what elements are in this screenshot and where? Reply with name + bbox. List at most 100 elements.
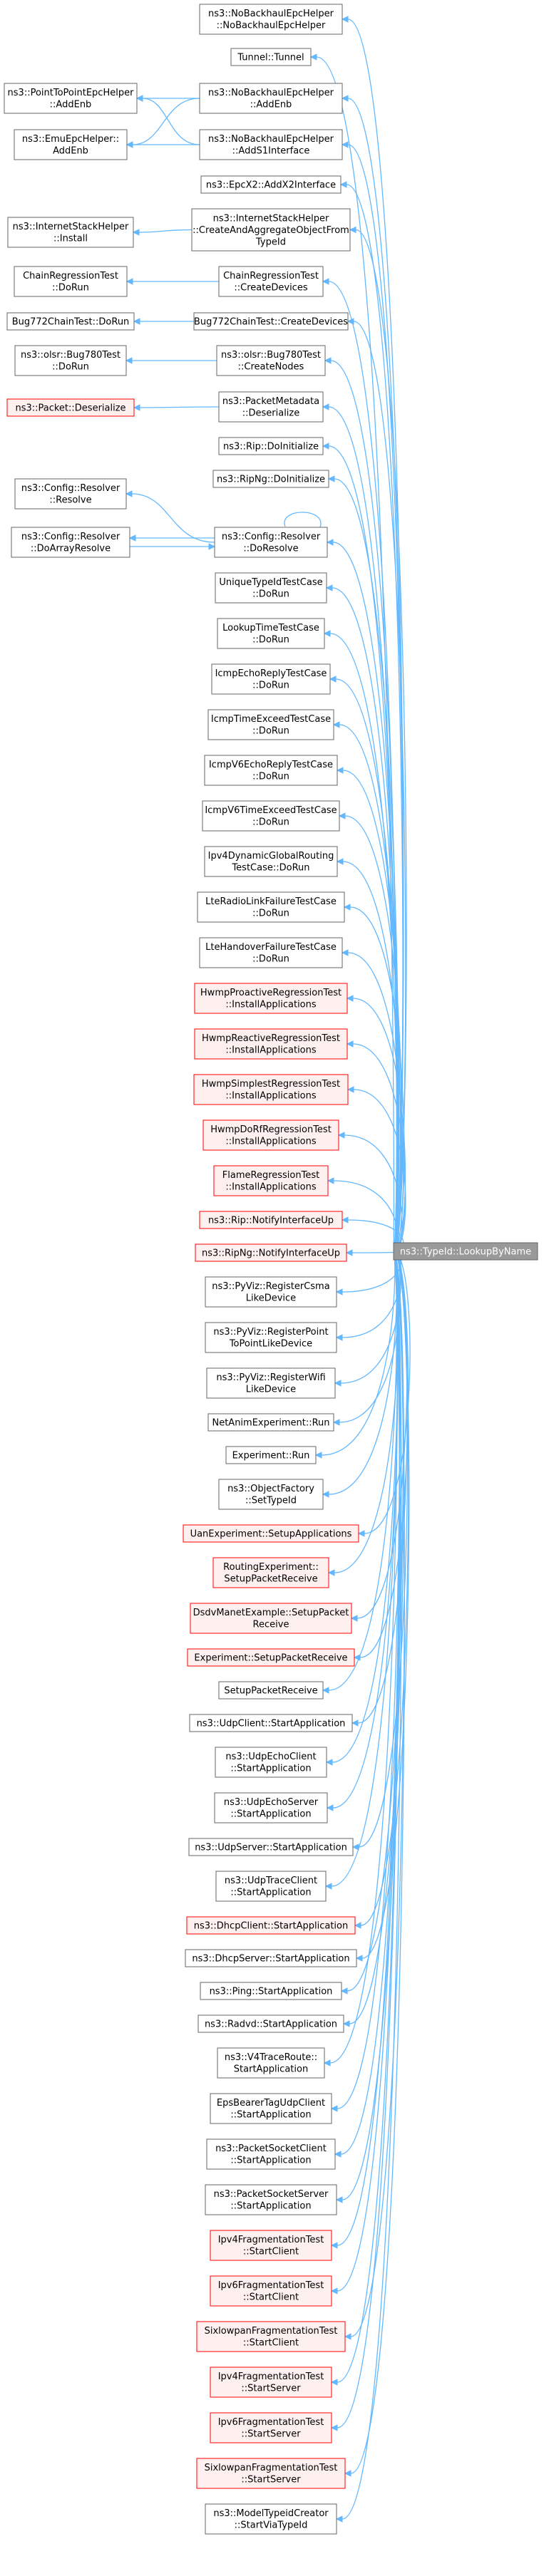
- function-node[interactable]: IcmpTimeExceedTestCase::DoRun: [207, 709, 334, 740]
- function-node[interactable]: ns3::UdpTraceClient::StartApplication: [215, 1871, 327, 1902]
- function-node[interactable]: ns3::PyViz::RegisterPointToPointLikeDevi…: [205, 1322, 337, 1353]
- function-node[interactable]: HwmpSimplestRegressionTest::InstallAppli…: [193, 1074, 349, 1105]
- caller-node[interactable]: ns3::Packet::Deserialize: [6, 398, 135, 417]
- function-node[interactable]: Experiment::SetupPacketReceive: [187, 1648, 355, 1667]
- node-label: ::AddEnb: [250, 100, 292, 110]
- node-box: [218, 1681, 324, 1700]
- function-node[interactable]: ns3::InternetStackHelper::CreateAndAggre…: [191, 208, 351, 252]
- target-node[interactable]: ns3::TypeId::LookupByName: [393, 1242, 538, 1261]
- node-label: ns3::DhcpServer::StartApplication: [192, 1953, 349, 1964]
- function-node[interactable]: SixlowpanFragmentationTest::StartClient: [196, 2321, 346, 2352]
- caller-node[interactable]: ns3::olsr::Bug780Test::DoRun: [14, 345, 127, 376]
- node-box: [190, 1603, 352, 1634]
- function-node[interactable]: Ipv4FragmentationTest::StartClient: [210, 2230, 332, 2261]
- function-node[interactable]: ns3::Ping::StartApplication: [200, 1982, 342, 2000]
- function-node[interactable]: ns3::PacketSocketServer::StartApplicatio…: [205, 2184, 337, 2215]
- function-node[interactable]: ns3::DhcpServer::StartApplication: [185, 1949, 357, 1967]
- function-node[interactable]: ns3::Radvd::StartApplication: [197, 2014, 344, 2033]
- node-label: Ipv6FragmentationTest: [218, 2280, 324, 2291]
- function-node[interactable]: HwmpReactiveRegressionTest::InstallAppli…: [194, 1028, 348, 1060]
- node-label: ns3::PyViz::RegisterPoint: [213, 1327, 328, 1338]
- function-node[interactable]: Ipv6FragmentationTest::StartClient: [210, 2275, 332, 2307]
- function-node[interactable]: ns3::UdpClient::StartApplication: [189, 1714, 353, 1732]
- node-box: [200, 1982, 342, 2000]
- function-node[interactable]: LteHandoverFailureTestCase::DoRun: [199, 937, 343, 968]
- node-box: [14, 266, 128, 297]
- function-node[interactable]: SetupPacketReceive: [218, 1681, 324, 1700]
- node-label: ::CreateDevices: [234, 283, 307, 294]
- node-box: [205, 1276, 337, 1308]
- function-node[interactable]: ns3::UdpEchoClient::StartApplication: [215, 1747, 327, 1778]
- function-node[interactable]: IcmpEchoReplyTestCase::DoRun: [211, 663, 331, 695]
- function-node[interactable]: SixlowpanFragmentationTest::StartServer: [196, 2458, 346, 2489]
- function-node[interactable]: IcmpV6EchoReplyTestCase::DoRun: [204, 755, 338, 786]
- function-node[interactable]: ns3::PacketMetadata::Deserialize: [218, 391, 324, 423]
- function-node[interactable]: ns3::EpcX2::AddX2Interface: [200, 175, 342, 194]
- function-node[interactable]: ns3::NoBackhaulEpcHelper::AddS1Interface: [199, 129, 343, 160]
- edge-n6-l3: [138, 229, 193, 233]
- function-node[interactable]: LookupTimeTestCase::DoRun: [217, 618, 325, 649]
- function-node[interactable]: HwmpProactiveRegressionTest::InstallAppl…: [194, 983, 348, 1014]
- node-box: [202, 1119, 339, 1151]
- function-node[interactable]: Experiment::Run: [225, 1446, 317, 1464]
- node-box: [217, 2047, 325, 2079]
- function-node[interactable]: HwmpDoRfRegressionTest::InstallApplicati…: [202, 1119, 339, 1151]
- function-node[interactable]: ns3::NoBackhaulEpcHelper::AddEnb: [199, 83, 343, 114]
- function-node[interactable]: UniqueTypeIdTestCase::DoRun: [215, 572, 327, 604]
- function-node[interactable]: LteRadioLinkFailureTestCase::DoRun: [197, 891, 345, 923]
- edge-n58-target: [337, 1251, 400, 2428]
- function-node[interactable]: ns3::Rip::DoInitialize: [218, 437, 324, 455]
- function-node[interactable]: Ipv4FragmentationTest::StartServer: [210, 2366, 332, 2398]
- function-node[interactable]: NetAnimExperiment::Run: [207, 1413, 334, 1432]
- caller-node[interactable]: ns3::PointToPointEpcHelper::AddEnb: [4, 83, 138, 114]
- caller-node[interactable]: ns3::Config::Resolver::DoArrayResolve: [11, 527, 130, 558]
- node-box: [206, 1367, 336, 1399]
- caller-node[interactable]: ns3::Config::Resolver::Resolve: [14, 478, 127, 509]
- function-node[interactable]: IcmpV6TimeExceedTestCase::DoRun: [202, 800, 340, 832]
- caller-node[interactable]: ns3::EmuEpcHelper::AddEnb: [14, 129, 128, 160]
- function-node[interactable]: ns3::V4TraceRoute::StartApplication: [217, 2047, 325, 2079]
- function-node[interactable]: ns3::ObjectFactory::SetTypeId: [218, 1479, 324, 1510]
- node-label: ns3::NoBackhaulEpcHelper: [208, 134, 334, 145]
- function-node[interactable]: Bug772ChainTest::CreateDevices: [193, 312, 349, 331]
- node-label: DsdvManetExample::SetupPacket: [193, 1608, 349, 1618]
- node-box: [218, 391, 324, 423]
- caller-node[interactable]: Bug772ChainTest::DoRun: [6, 312, 135, 331]
- function-node[interactable]: FlameRegressionTest::InstallApplications: [213, 1165, 329, 1196]
- function-node[interactable]: ns3::NoBackhaulEpcHelper::NoBackhaulEpcH…: [199, 4, 343, 35]
- function-node[interactable]: EpsBearerTagUdpClient::StartApplication: [210, 2093, 332, 2124]
- function-node[interactable]: DsdvManetExample::SetupPacketReceive: [190, 1603, 352, 1634]
- function-node[interactable]: ns3::Rip::NotifyInterfaceUp: [199, 1211, 343, 1229]
- node-label: ToPointLikeDevice: [229, 1339, 312, 1350]
- function-node[interactable]: ns3::RipNg::DoInitialize: [212, 470, 329, 488]
- node-label: ::AddS1Interface: [232, 146, 310, 157]
- node-label: ::StartClient: [243, 2247, 299, 2257]
- caller-node[interactable]: ns3::InternetStackHelper::Install: [7, 217, 134, 248]
- function-node[interactable]: ns3::UdpServer::StartApplication: [188, 1838, 354, 1856]
- node-label: SetupPacketReceive: [224, 1574, 317, 1585]
- function-node[interactable]: RoutingExperiment::SetupPacketReceive: [212, 1557, 329, 1588]
- node-label: ::Deserialize: [242, 408, 300, 419]
- function-node[interactable]: ns3::RipNg::NotifyInterfaceUp: [195, 1243, 347, 1262]
- node-label: ::DoRun: [252, 589, 289, 600]
- function-node[interactable]: ns3::UdpEchoServer::StartApplication: [214, 1792, 328, 1824]
- node-box: [189, 1714, 353, 1732]
- function-node[interactable]: ChainRegressionTest::CreateDevices: [218, 266, 324, 297]
- function-node[interactable]: ns3::Config::Resolver::DoResolve: [214, 527, 328, 558]
- function-node[interactable]: UanExperiment::SetupApplications: [183, 1524, 359, 1543]
- function-node[interactable]: Tunnel::Tunnel: [230, 48, 312, 66]
- arrowhead-n10: [322, 403, 329, 410]
- caller-node[interactable]: ChainRegressionTest::DoRun: [14, 266, 128, 297]
- node-label: ns3::UdpEchoClient: [225, 1752, 316, 1762]
- function-node[interactable]: Ipv6FragmentationTest::StartServer: [210, 2412, 332, 2443]
- node-box: [4, 83, 138, 114]
- arrowhead-n40: [322, 1687, 329, 1694]
- function-node[interactable]: ns3::DhcpClient::StartApplication: [186, 1916, 356, 1935]
- function-node[interactable]: ns3::ModelTypeidCreator::StartViaTypeId: [205, 2503, 337, 2535]
- function-node[interactable]: ns3::olsr::Bug780Test::CreateNodes: [216, 345, 326, 376]
- function-node[interactable]: ns3::PacketSocketClient::StartApplicatio…: [206, 2138, 336, 2170]
- arrowhead-l7-8: [133, 404, 140, 411]
